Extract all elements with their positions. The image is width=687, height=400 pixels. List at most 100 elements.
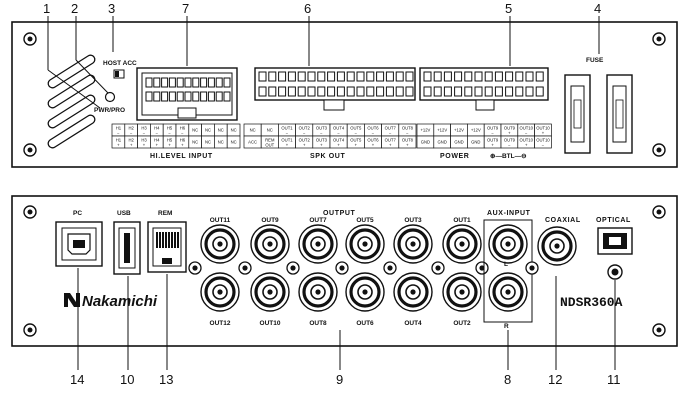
pwr-pro-label: PWR/PRO — [94, 107, 125, 114]
rca-output-jack-out12[interactable] — [200, 272, 240, 312]
spk-cell — [398, 135, 417, 149]
connector-pin — [307, 86, 316, 97]
brand-name: Nakamichi — [82, 293, 158, 310]
output-bottom-label: OUT12 — [210, 320, 231, 327]
pwr-pro-led — [104, 91, 116, 103]
connector-pin — [484, 71, 493, 82]
rj-contact — [168, 232, 170, 248]
connector-pin — [395, 71, 404, 82]
rem-rj-port[interactable] — [147, 221, 187, 273]
connector-pin — [376, 71, 385, 82]
callout-6: 6 — [304, 1, 311, 16]
hi-level-pin-label: H1 — [116, 126, 122, 131]
optical-toslink-port[interactable] — [597, 227, 633, 255]
connector-pin — [346, 71, 355, 82]
fuse-left[interactable] — [564, 74, 591, 154]
fuse-right[interactable] — [606, 74, 633, 154]
spk-pin-label: − — [355, 131, 358, 136]
hi-level-pin-label: + — [168, 143, 171, 148]
output-label: OUTPUT — [323, 210, 355, 217]
spk-pin-label: OUT7 — [385, 138, 397, 143]
hi-level-input-label: HI.LEVEL INPUT — [150, 153, 213, 160]
rem-label: REM — [158, 210, 172, 217]
spk-pin-label: OUT4 — [333, 138, 345, 143]
spk-pin-label: + — [320, 143, 323, 148]
rca-output-jack-out10[interactable] — [250, 272, 290, 312]
hi-level-input-connector[interactable] — [136, 67, 238, 121]
connector-pin — [268, 86, 277, 97]
host-acc-label: HOST ACC — [103, 60, 137, 67]
output-bottom-label: OUT8 — [309, 320, 327, 327]
hi-level-pin-label: − — [168, 131, 171, 136]
rca-output-jack-out5[interactable] — [345, 224, 385, 264]
connector-pin — [168, 91, 176, 102]
spk-pin-label: − — [303, 131, 306, 136]
spk-pin-label: − — [337, 131, 340, 136]
power-pin-label: OUT10 — [536, 138, 550, 143]
top-screws — [23, 32, 666, 157]
hi-level-pin-label: H1 — [116, 138, 122, 143]
hi-level-pin-label: − — [181, 131, 184, 136]
callout-3: 3 — [108, 1, 115, 16]
spk-pin-label: − — [389, 131, 392, 136]
connector-pin — [161, 77, 169, 88]
connector-pin — [258, 71, 267, 82]
callout-2: 2 — [71, 1, 78, 16]
power-pin-label: − — [542, 143, 545, 148]
callout-7: 7 — [182, 1, 189, 16]
rca-output-jack-out3[interactable] — [393, 224, 433, 264]
rca-output-jack-out2[interactable] — [442, 272, 482, 312]
rca-output-jack-out4[interactable] — [393, 272, 433, 312]
power-pin-label: GND — [438, 140, 447, 145]
rca-output-jack-out6[interactable] — [345, 272, 385, 312]
connector-pin — [423, 86, 432, 97]
aux-input-r-jack[interactable] — [488, 272, 528, 312]
connector-pin — [505, 86, 514, 97]
rca-output-jack-out8[interactable] — [298, 272, 338, 312]
pc-usb-b-port[interactable] — [55, 221, 103, 267]
connector-pin — [168, 77, 176, 88]
connector-pin — [515, 86, 524, 97]
output-bottom-label: OUT10 — [260, 320, 281, 327]
connector-pin — [336, 71, 345, 82]
connector-pin — [464, 86, 473, 97]
connector-pin — [184, 91, 192, 102]
power-pin-label: GND — [421, 140, 430, 145]
rj-contact — [177, 232, 179, 248]
power-pin-label: OUT10 — [519, 138, 533, 143]
connector-pin — [443, 86, 452, 97]
hi-level-pin-label: − — [156, 131, 159, 136]
spk-pin-label: OUT8 — [402, 126, 414, 131]
rca-output-jack-out7[interactable] — [298, 224, 338, 264]
coaxial-input-jack[interactable] — [537, 226, 577, 266]
power-connector[interactable] — [419, 67, 549, 111]
hi-level-pin-label: + — [156, 143, 159, 148]
rca-output-jack-out1[interactable] — [442, 224, 482, 264]
hi-level-pin-label: − — [117, 131, 120, 136]
aux-input-l-jack[interactable] — [488, 224, 528, 264]
power-pin-label: OUT10 — [536, 126, 550, 131]
spk-pin-label: − — [320, 131, 323, 136]
connector-pin — [535, 71, 544, 82]
connector-pin — [505, 71, 514, 82]
connector-pin — [317, 86, 326, 97]
hi-level-pin-label: NC — [205, 140, 211, 145]
connector-pin — [327, 71, 336, 82]
connector-pin — [385, 86, 394, 97]
rca-output-jack-out11[interactable] — [200, 224, 240, 264]
output-top-label: OUT11 — [210, 217, 231, 224]
speaker-out-connector[interactable] — [254, 67, 416, 111]
output-bottom-label: OUT2 — [453, 320, 471, 327]
usb-a-port[interactable] — [113, 221, 141, 275]
spk-pin-label: OUT2 — [299, 138, 311, 143]
connector-pin — [346, 86, 355, 97]
connector-pin — [297, 71, 306, 82]
jack-mount-screw — [188, 261, 202, 275]
connector-pin — [145, 77, 153, 88]
optical-label: OPTICAL — [596, 217, 631, 224]
power-pin-label: OUT9 — [504, 138, 516, 143]
jack-mount-screw — [431, 261, 445, 275]
rca-output-jack-out9[interactable] — [250, 224, 290, 264]
